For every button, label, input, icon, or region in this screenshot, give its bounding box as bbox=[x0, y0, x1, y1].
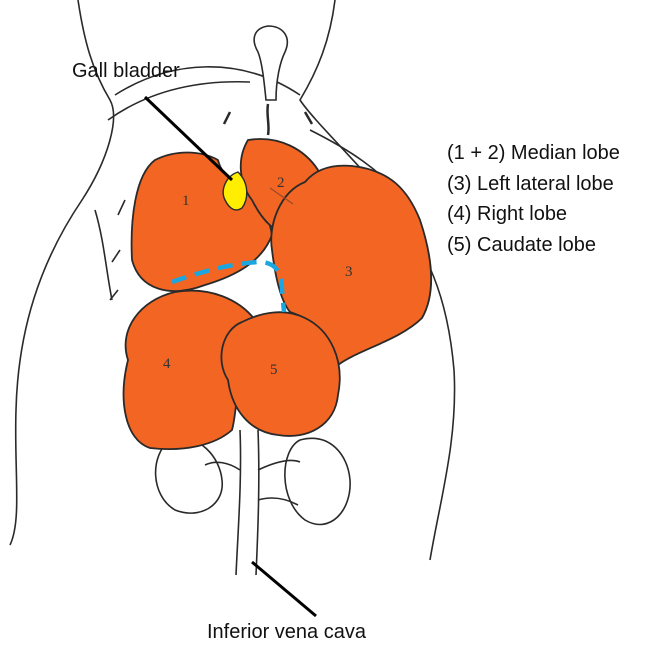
legend-left-lateral-lobe: (3) Left lateral lobe bbox=[447, 169, 620, 200]
lobe-number-3: 3 bbox=[345, 264, 353, 280]
legend-median-lobe: (1 + 2) Median lobe bbox=[447, 138, 620, 169]
rib-mark bbox=[224, 112, 230, 124]
legend-right-lobe: (4) Right lobe bbox=[447, 199, 620, 230]
lobe-number-1: 1 bbox=[182, 193, 190, 209]
gall-bladder-label: Gall bladder bbox=[72, 60, 180, 83]
xiphoid-process bbox=[254, 26, 287, 100]
inferior-vena-cava-label: Inferior vena cava bbox=[207, 621, 366, 644]
lobe-number-4: 4 bbox=[163, 356, 171, 372]
lobe-number-5: 5 bbox=[270, 362, 278, 378]
vessels bbox=[205, 430, 300, 575]
caudate-lobe-5 bbox=[221, 312, 339, 436]
kidney-left bbox=[285, 438, 350, 524]
rib-mark bbox=[267, 104, 268, 135]
lobe-number-2: 2 bbox=[277, 175, 285, 191]
legend-caudate-lobe: (5) Caudate lobe bbox=[447, 230, 620, 261]
lobe-legend: (1 + 2) Median lobe (3) Left lateral lob… bbox=[447, 138, 620, 260]
vena-cava-leader bbox=[252, 562, 316, 616]
